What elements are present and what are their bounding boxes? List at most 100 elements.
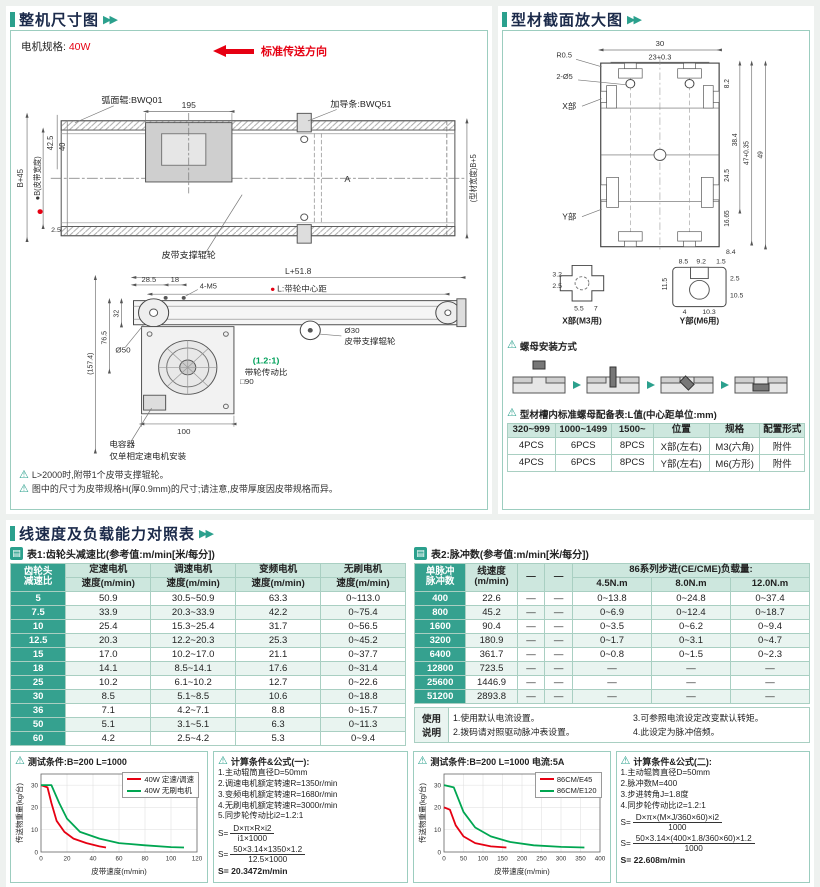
table-cell: 800	[413, 604, 467, 620]
list-item: 2.脉冲数M=400	[620, 778, 678, 788]
y-tick-label: 20	[433, 805, 441, 812]
dim-2-5: 2.5	[51, 227, 61, 234]
list-item: 4.此设定为脉冲倍频。	[633, 726, 720, 737]
dim-4m5: 4-M5	[200, 282, 217, 291]
table-cell: 0~1.5	[650, 646, 731, 662]
column-header: 线速度 (m/min)	[465, 563, 518, 592]
warning-icon: ⚠	[417, 754, 428, 767]
table-cell: —	[544, 590, 573, 606]
table-cell: —	[650, 674, 731, 690]
plot-frame	[40, 773, 198, 853]
table-cell: 25.3	[235, 632, 322, 648]
left-panel-title: 整机尺寸图 ▶▶	[10, 9, 488, 30]
x-axis-label: 皮带速度(m/min)	[494, 866, 550, 876]
list-item: 3.变频电机额定转速R=1680r/min	[218, 789, 338, 799]
label-belt-support-side: 皮带支撑辊轮	[344, 337, 395, 347]
y-slot-detail: 8.5 9.2 1.5 11.5 2.5 10.5 4 10.3 Y部(M6用)	[662, 259, 744, 326]
table-cell: —	[544, 618, 573, 634]
right-panel-title: 型材截面放大图 ▶▶	[502, 9, 810, 30]
dim-47: 47+0.35	[744, 141, 751, 165]
nut-table-title: ⚠ 型材槽内标准螺母配备表:L值(中心距单位:mm)	[507, 407, 717, 421]
column-header: 配置形式	[759, 423, 805, 438]
dim-49: 49	[757, 151, 764, 159]
dim-o50: Ø50	[115, 346, 130, 355]
table-cell: 6.3	[235, 716, 322, 732]
table-cell: —	[544, 632, 573, 648]
title-bar-icon	[502, 12, 507, 27]
table-cell: 0~1.7	[571, 632, 652, 648]
column-header: 位置	[652, 423, 710, 438]
gear-ratio-block: ▤ 表1:齿轮头减速比(参考值:m/min[米/每分]) 齿轮头 减速比 定速电…	[9, 546, 406, 746]
table-cell: 0~0.8	[571, 646, 652, 662]
dim-16-65: 16.65	[724, 210, 731, 227]
dim-yd6: 10.5	[730, 292, 744, 299]
dim-40: 40	[58, 143, 67, 151]
table-cell: —	[516, 674, 546, 690]
table-cell: 0~12.4	[650, 604, 731, 620]
table-cell: 31.7	[235, 618, 322, 634]
table-cell: 12.5	[9, 632, 67, 648]
chart2-condition: ⚠ 测试条件:B=200 L=1000 电流:5A	[417, 754, 565, 767]
table-cell: 2893.8	[465, 688, 518, 704]
table1-caption: ▤ 表1:齿轮头减速比(参考值:m/min[米/每分])	[10, 546, 406, 561]
series-line	[40, 784, 107, 849]
column-header: 320~999	[507, 423, 556, 438]
column-group-header: 86系列步进(CE/CME)负载量:	[571, 563, 811, 578]
table-cell: 6.1~10.2	[150, 674, 237, 690]
y-tick-label: 0	[437, 849, 441, 856]
table-cell: X部(左右)	[652, 436, 710, 455]
table-cell: 0~9.4	[320, 730, 406, 746]
table-cell: 2.5~4.2	[150, 730, 237, 746]
list-item: 4.无刷电机额定转速R=3000r/min	[218, 800, 338, 810]
table-cell: 25600	[413, 674, 467, 690]
table-cell: 30.5~50.9	[150, 590, 237, 606]
column-header: 单脉冲 脉冲数	[413, 563, 467, 592]
dim-yd4: 11.5	[662, 278, 669, 291]
plot-frame	[443, 773, 600, 853]
table-cell: 15	[9, 646, 67, 662]
dim-42-5: 42.5	[46, 136, 55, 150]
warning-icon: ⚠	[620, 754, 631, 767]
table-cell: 15.3~25.4	[150, 618, 237, 634]
table-cell: 1446.9	[465, 674, 518, 690]
table-cell: 33.9	[65, 604, 152, 620]
table-cell: —	[544, 660, 573, 676]
title-bar-icon	[10, 526, 15, 541]
list-item: 4.同步轮传动比i2=1.2:1	[620, 800, 706, 810]
table-cell: 42.2	[235, 604, 322, 620]
label-ratio: (1.2:1)	[253, 356, 280, 366]
table-cell: 0~45.2	[320, 632, 406, 648]
dim-xd4: 7	[594, 306, 598, 313]
table-cell: 10.6	[235, 688, 322, 704]
table-cell: —	[729, 688, 811, 704]
table-cell: —	[516, 590, 546, 606]
dim-157-4: (157.4)	[85, 353, 94, 375]
list-item: 2.调速电机额定转速R=1350r/min	[218, 778, 338, 788]
label-x-part: X部	[562, 101, 576, 111]
x-tick-label: 150	[497, 856, 508, 863]
x-tick-label: 100	[166, 856, 177, 863]
table-cell: 180.9	[465, 632, 518, 648]
x-tick-label: 50	[459, 856, 467, 863]
legend-label: 40W 定速/调速	[144, 774, 194, 784]
x-detail-title: X部(M3用)	[562, 316, 602, 326]
x-tick-label: 0	[39, 856, 43, 863]
table-cell: 附件	[759, 436, 805, 455]
table-cell: 63.3	[235, 590, 322, 606]
note-line: ⚠ L>2000时,附带1个皮带支撑辊轮。	[19, 469, 481, 483]
dim-yd7: 4	[683, 309, 687, 316]
legend-swatch	[127, 789, 142, 792]
dim-8-4: 8.4	[726, 249, 736, 256]
x-tick-label: 60	[115, 856, 123, 863]
list-item: 1.使用默认电流设置。	[453, 712, 540, 723]
nut-install-title: ⚠ 螺母安装方式	[507, 339, 577, 353]
